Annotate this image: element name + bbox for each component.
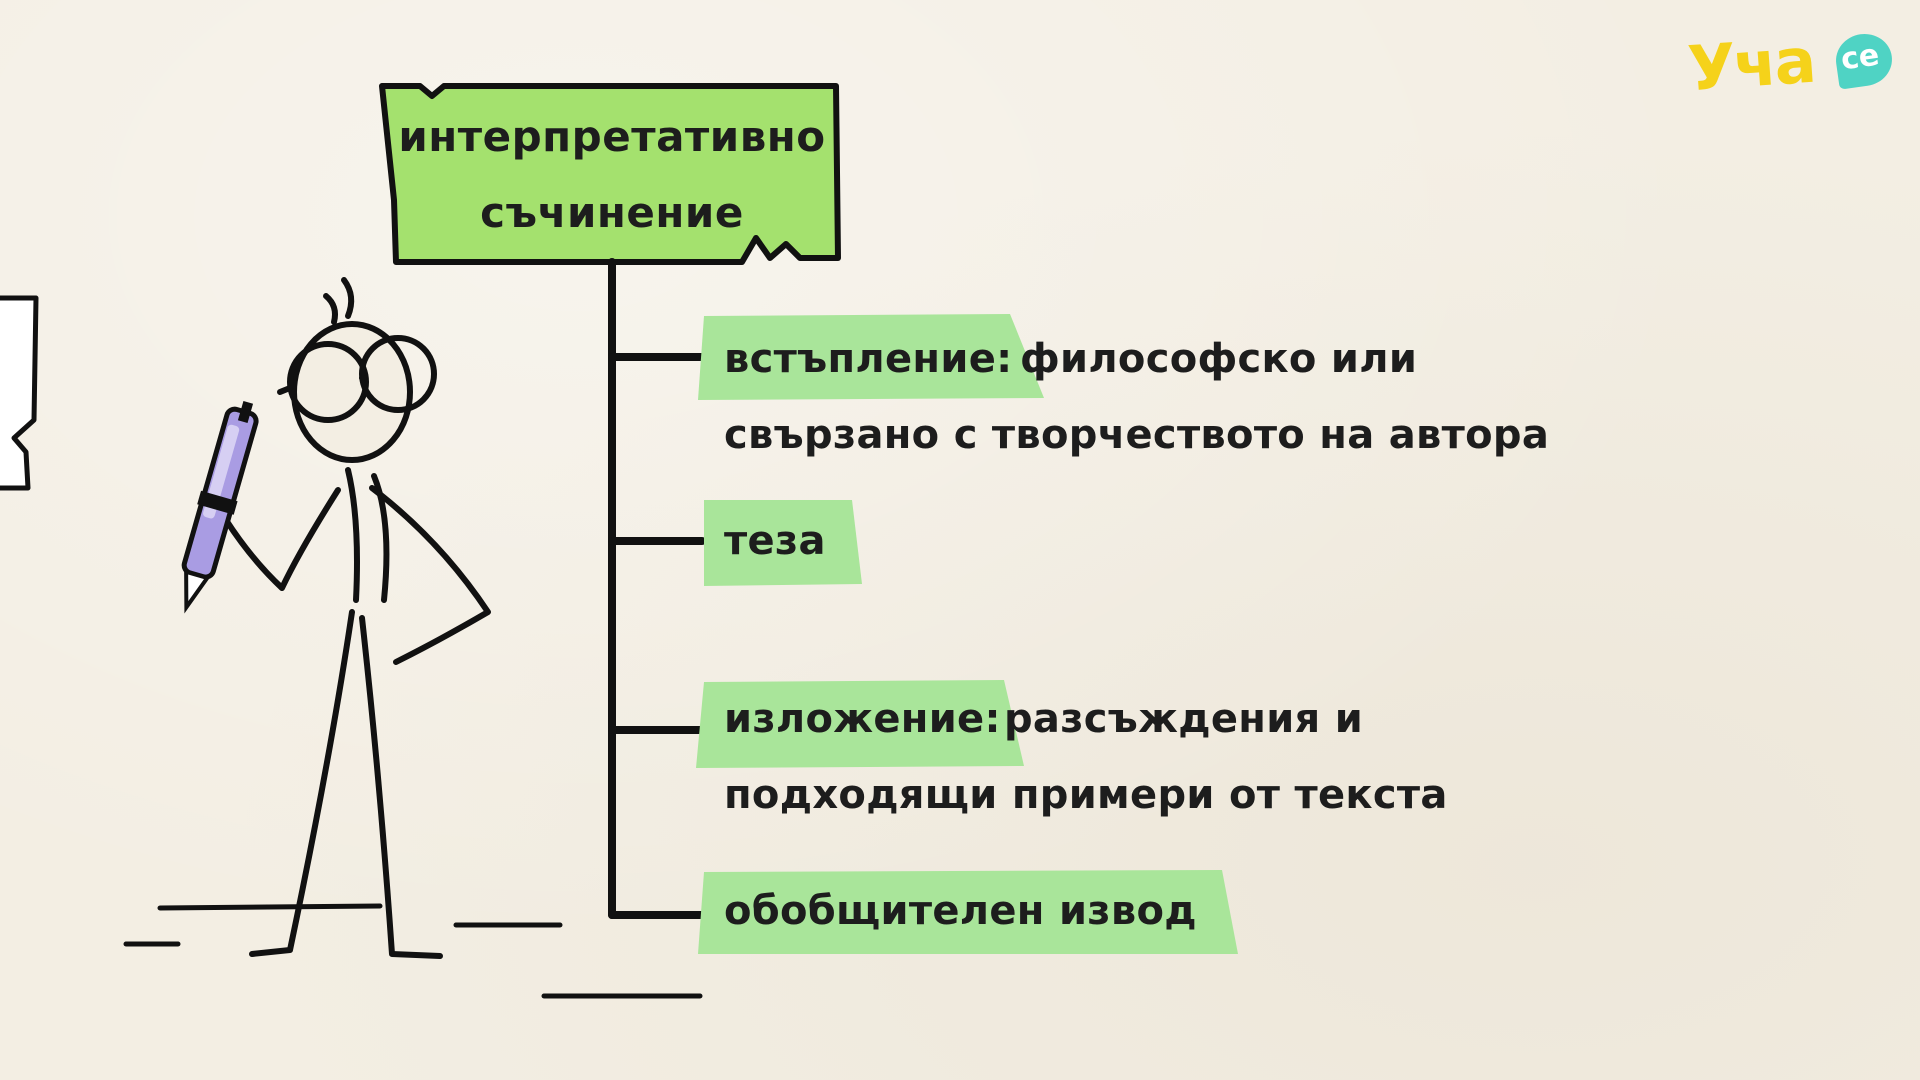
intro-rest: философско или xyxy=(1020,336,1418,382)
body-line-2: подходящи примери от текста xyxy=(724,772,1448,818)
stick-figure-with-glasses xyxy=(223,277,491,959)
highlight-thesis xyxy=(704,500,862,586)
body-keyword: изложение: xyxy=(724,696,1001,742)
title-line-1: интерпретативно xyxy=(398,112,826,161)
intro-line-2: свързано с творчеството на автора xyxy=(724,412,1550,458)
title-box xyxy=(379,83,841,265)
left-edge-board xyxy=(0,295,39,491)
highlight-body xyxy=(696,680,1024,768)
title-line-2: съчинение xyxy=(480,188,744,237)
highlight-intro xyxy=(698,314,1044,400)
pen-icon xyxy=(181,401,259,614)
logo-text: Уча xyxy=(1685,23,1817,106)
ground-lines xyxy=(123,903,703,999)
keyword-highlights xyxy=(696,314,1238,954)
highlight-conclusion xyxy=(698,870,1238,954)
connector-lines xyxy=(608,258,706,919)
logo-suffix: се xyxy=(1838,37,1882,78)
thesis-keyword: теза xyxy=(724,518,826,564)
conclusion-keyword: обобщителен извод xyxy=(724,888,1197,934)
intro-keyword: встъпление: xyxy=(724,336,1013,382)
body-rest: разсъждения и xyxy=(1004,696,1364,742)
brand-logo: Уча се xyxy=(1685,23,1898,106)
